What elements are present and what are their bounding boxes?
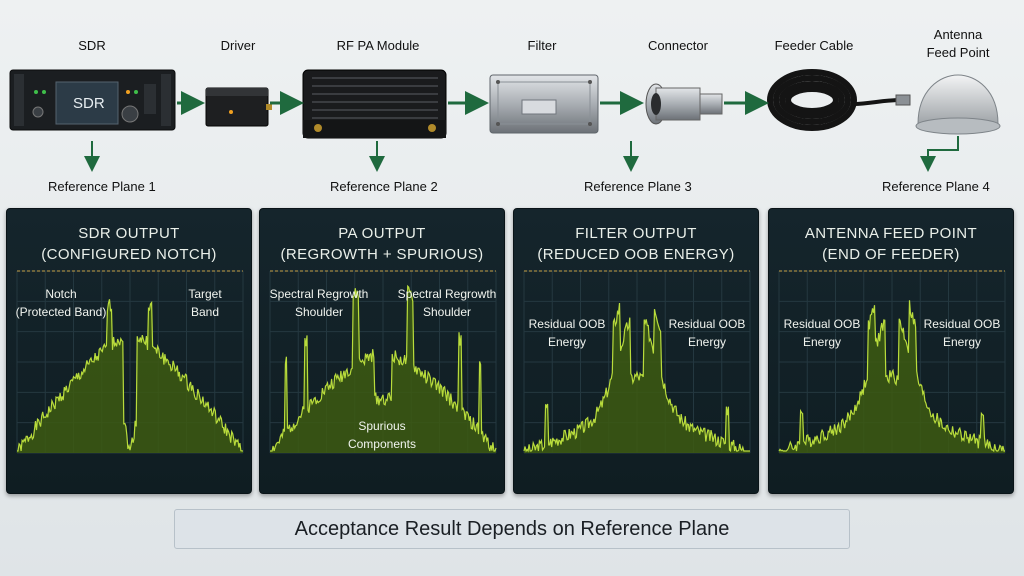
annotation-spurious-line1: Spurious <box>358 419 406 433</box>
annotation-residual-left-line1: Residual OOB <box>528 317 606 331</box>
panel-title-line2: (REGROWTH + SPURIOUS) <box>280 246 484 263</box>
reference-plane-1: Reference Plane 1 <box>48 179 156 194</box>
annotation-regrowth-right-line1: Spectral Regrowth <box>397 287 497 301</box>
annotation-target-line2: Band <box>190 305 220 319</box>
acceptance-banner: Acceptance Result Depends on Reference P… <box>174 509 850 549</box>
annotation-residual-left-line2: Energy <box>547 335 587 349</box>
annotation-regrowth-left-line1: Spectral Regrowth <box>269 287 369 301</box>
reference-plane-4: Reference Plane 4 <box>882 179 990 194</box>
panel-sdr-output: SDR OUTPUT (CONFIGURED NOTCH) Notch (Pro… <box>6 208 252 494</box>
panel-title-line1: SDR OUTPUT <box>78 225 180 242</box>
annotation-notch-line1: Notch <box>45 287 77 301</box>
spectrum-plot-sdr <box>16 270 244 454</box>
panel-title-line2: (REDUCED OOB ENERGY) <box>537 246 735 263</box>
reference-plane-3: Reference Plane 3 <box>584 179 692 194</box>
annotation-regrowth-left-line2: Shoulder <box>294 305 344 319</box>
annotation-notch-line2: (Protected Band) <box>15 305 107 319</box>
panel-filter-output: FILTER OUTPUT (REDUCED OOB ENERGY) Resid… <box>513 208 759 494</box>
driver-amplifier-box-icon <box>205 87 272 127</box>
annotation-spurious-line2: Components <box>347 437 417 451</box>
signal-chain-diagram <box>9 69 1001 172</box>
panel-antenna-feed-point: ANTENNA FEED POINT (END OF FEEDER) Resid… <box>768 208 1014 494</box>
panel-title-line1: FILTER OUTPUT <box>575 225 697 242</box>
annotation-residual-left-line2: Energy <box>802 335 842 349</box>
device-label-feeder-cable: Feeder Cable <box>774 38 854 53</box>
sdr-screen-text: SDR <box>73 95 105 112</box>
device-label-filter: Filter <box>527 38 557 53</box>
panel-title-line1: PA OUTPUT <box>338 225 426 242</box>
panel-pa-output: PA OUTPUT (REGROWTH + SPURIOUS) Spectral… <box>259 208 505 494</box>
device-label-antenna-line2: Feed Point <box>926 45 990 60</box>
antenna-dome-icon <box>915 74 1001 135</box>
panel-title-line2: (END OF FEEDER) <box>822 246 960 263</box>
annotation-residual-right-line2: Energy <box>942 335 982 349</box>
annotation-residual-right-line1: Residual OOB <box>923 317 1001 331</box>
filter-enclosure-icon <box>489 74 599 134</box>
annotation-regrowth-right-line2: Shoulder <box>422 305 472 319</box>
panel-title-line2: (CONFIGURED NOTCH) <box>41 246 217 263</box>
spectrum-plot-filter <box>523 270 751 454</box>
panel-title-line1: ANTENNA FEED POINT <box>804 225 978 242</box>
device-label-pa-module: RF PA Module <box>336 38 420 53</box>
pa-module-heatsink-icon <box>302 69 447 139</box>
annotation-residual-right-line2: Energy <box>687 335 727 349</box>
annotation-residual-left-line1: Residual OOB <box>783 317 861 331</box>
reference-plane-arrows <box>84 136 959 172</box>
reference-plane-2: Reference Plane 2 <box>330 179 438 194</box>
annotation-target-line1: Target <box>188 287 222 301</box>
device-label-driver: Driver <box>220 38 256 53</box>
spectrum-plot-antenna <box>778 270 1006 454</box>
device-label-antenna-line1: Antenna <box>933 27 983 42</box>
spectrum-plot-pa <box>269 270 497 454</box>
coax-connector-icon <box>645 83 723 125</box>
device-label-connector: Connector <box>648 38 708 53</box>
coiled-feeder-cable-icon <box>767 69 911 131</box>
sdr-rack-unit-icon <box>9 69 176 131</box>
device-label-sdr: SDR <box>78 38 106 53</box>
annotation-residual-right-line1: Residual OOB <box>668 317 746 331</box>
